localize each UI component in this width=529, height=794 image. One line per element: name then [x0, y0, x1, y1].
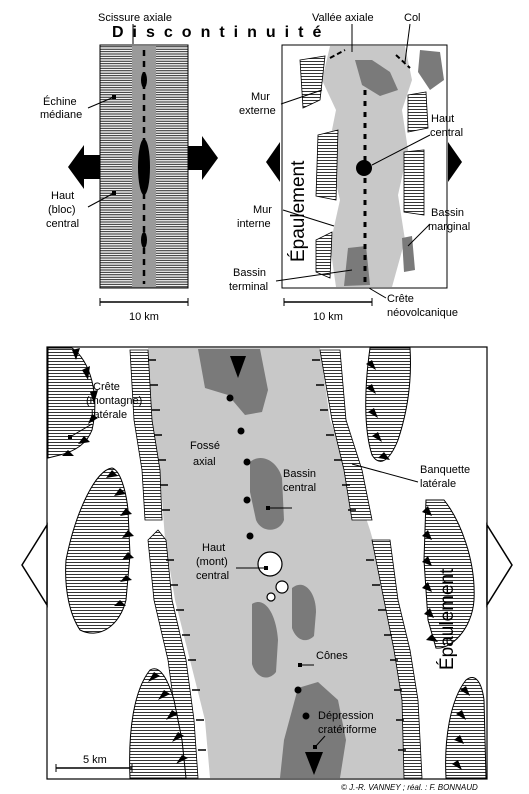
label-col: Col: [404, 12, 421, 24]
label-crete-3: latérale: [91, 409, 127, 421]
cone-dot-7: [302, 712, 310, 720]
label-depression-1: Dépression: [318, 710, 374, 722]
panel-bottom: Épaulement Crête (montagne) latérale Fos…: [21, 346, 513, 780]
depression-dark: [280, 682, 346, 778]
cone-dot-6: [294, 686, 302, 694]
cone-dot-3: [243, 458, 251, 466]
wall-ticks-right: [312, 359, 406, 751]
label-bassin-2: central: [283, 482, 316, 494]
central-high-big: [257, 551, 283, 577]
depression-triangle-icon: [305, 752, 323, 775]
label-crete-2: (montagne): [86, 395, 142, 407]
shoulder-bl: [315, 231, 333, 279]
label-bassin-marginal-2: marginal: [428, 221, 470, 233]
label-banquette-2: latérale: [420, 478, 456, 490]
crest-lower-left: [129, 668, 187, 779]
label-mur-externe-1: Mur: [251, 91, 270, 103]
label-mur-interne-1: Mur: [253, 204, 272, 216]
basin-central-dark: [250, 457, 284, 530]
label-bassin-marginal-1: Bassin: [431, 207, 464, 219]
axial-ridge-blob-2: [141, 232, 147, 248]
col-boundary: [329, 49, 411, 69]
label-haut-1: Haut: [51, 190, 74, 202]
label-cones: Cônes: [316, 650, 348, 662]
shoulder-mr: [403, 149, 425, 216]
left-inner-wall-1: [129, 349, 163, 521]
label-banquette-1: Banquette: [420, 464, 470, 476]
shoulder-ml: [315, 129, 339, 201]
panel-top-left: Scissure axiale Échine médiane Haut (blo…: [40, 12, 218, 323]
label-bassin-terminal-2: terminal: [229, 281, 268, 293]
central-high-dot: [356, 160, 372, 176]
cone-dot-5: [246, 532, 254, 540]
axial-ridge-blob-1: [141, 72, 147, 88]
label-haut-1: Haut: [202, 542, 225, 554]
label-haut-3: central: [196, 570, 229, 582]
leader-haut-tl-dot: [112, 191, 116, 195]
credit: © J.-R. VANNEY ; réal. : F. BONNAUD: [341, 783, 478, 792]
basin-right: [402, 236, 415, 272]
arrow-left-icon: [68, 145, 100, 189]
arrow-right-icon: [188, 136, 218, 180]
central-high-small: [275, 580, 289, 594]
label-crete-2: néovolcanique: [387, 307, 458, 319]
label-mur-interne-2: interne: [237, 218, 271, 230]
label-fosse-2: axial: [193, 456, 216, 468]
label-crete-1: Crête: [387, 293, 414, 305]
leader-echine: [87, 96, 115, 109]
label-epaulement-bottom: Épaulement: [437, 568, 458, 670]
scale-label-tr: 10 km: [313, 311, 343, 323]
title-discontinuite: Discontinuité: [112, 24, 330, 41]
label-echine-1: Échine: [43, 95, 77, 108]
crest-lower-right: [445, 677, 487, 779]
label-haut-2: (mont): [196, 556, 228, 568]
central-high-block: [138, 139, 150, 195]
cone-dot-1: [226, 394, 234, 402]
label-scissure-axiale: Scissure axiale: [98, 12, 172, 24]
label-haut-central-2: central: [430, 127, 463, 139]
arrow-tr-left-icon: [266, 142, 280, 182]
label-depression-2: cratériforme: [318, 724, 377, 736]
label-haut-2: (bloc): [48, 204, 76, 216]
leader-haut-tl: [87, 192, 115, 208]
label-mur-externe-2: externe: [239, 105, 276, 117]
arrow-tr-right-icon: [448, 142, 462, 182]
basin-top-triangle-icon: [230, 356, 246, 378]
label-crete-1: Crête: [93, 381, 120, 393]
arrow-bottom-left-icon: [21, 522, 48, 608]
right-inner-wall-2: [371, 539, 423, 779]
label-haut-3: central: [46, 218, 79, 230]
basin-top: [355, 60, 398, 96]
label-epaulement-tr: Épaulement: [288, 160, 309, 262]
scale-label-bottom: 5 km: [83, 754, 107, 766]
basin-top-dark: [198, 349, 268, 415]
label-vallee-axiale: Vallée axiale: [312, 12, 374, 24]
label-bassin-terminal-1: Bassin: [233, 267, 266, 279]
basin-upper-right: [418, 50, 444, 90]
basin-small-1: [292, 584, 316, 641]
label-bassin-1: Bassin: [283, 468, 316, 480]
scale-label-tl: 10 km: [129, 311, 159, 323]
arrow-bottom-right-icon: [486, 522, 513, 608]
crest-mid-right: [423, 499, 475, 649]
panel-top-right: Épaulement Vallée axiale Col Mur externe…: [229, 12, 470, 323]
crest-teeth: [62, 348, 470, 770]
cone-dot-4: [243, 496, 251, 504]
basin-small-2: [252, 601, 278, 678]
left-inner-wall-2: [147, 529, 199, 779]
shoulder-tr: [407, 91, 429, 133]
label-fosse-1: Fossé: [190, 440, 220, 452]
right-inner-wall-1: [319, 349, 373, 521]
wall-ticks-left: [148, 359, 206, 751]
label-echine-2: médiane: [40, 109, 82, 121]
leader-echine-dot: [112, 95, 116, 99]
cone-dot-2: [237, 427, 245, 435]
central-high-tiny: [266, 592, 276, 602]
label-haut-central-1: Haut: [431, 113, 454, 125]
